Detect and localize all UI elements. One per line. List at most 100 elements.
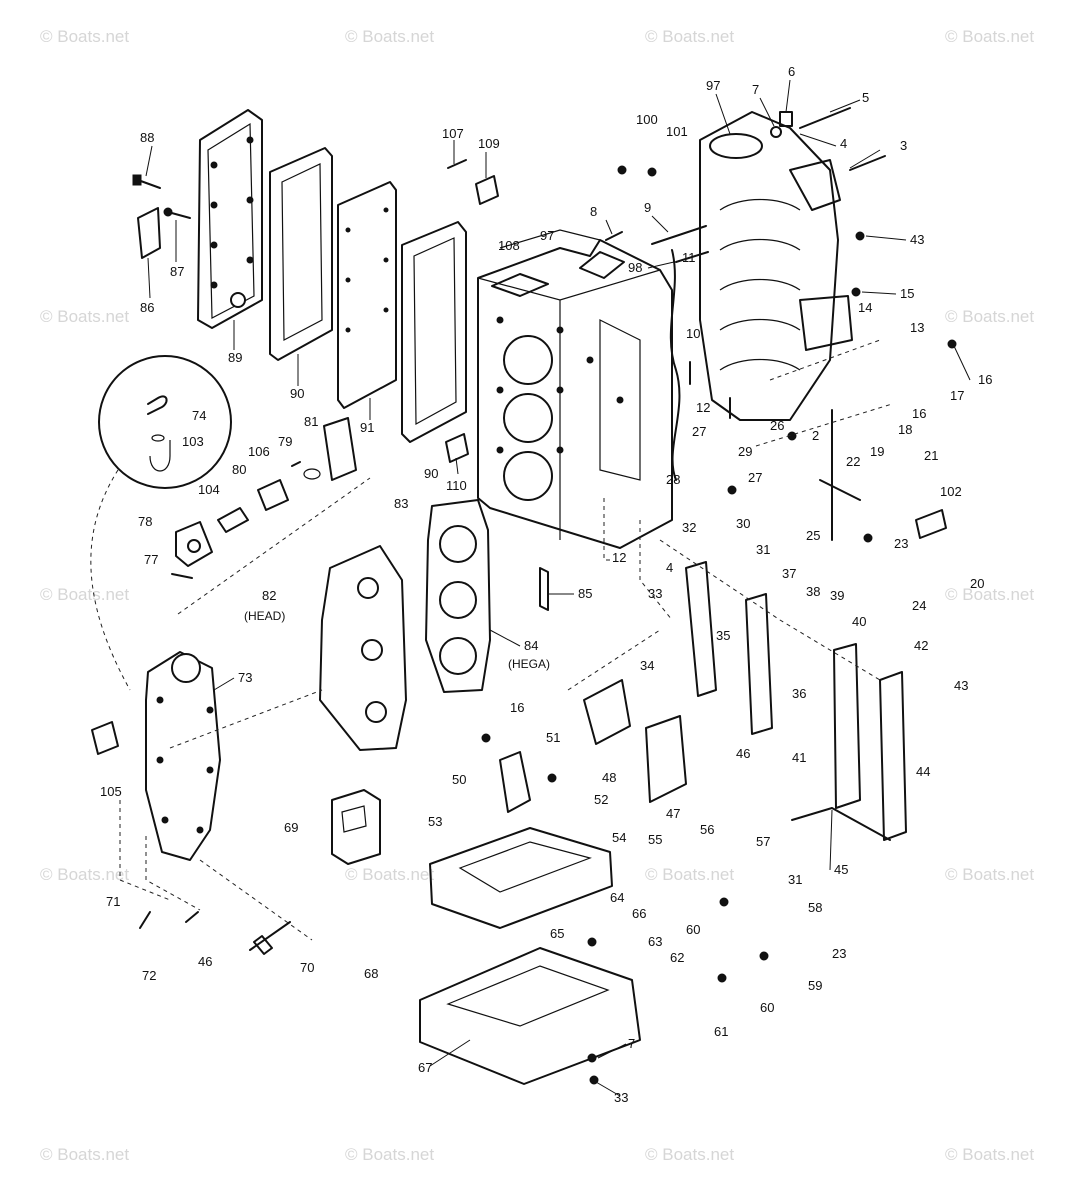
callout-81: 81	[304, 414, 318, 429]
callout-51: 51	[546, 730, 560, 745]
callout-46: 46	[198, 954, 212, 969]
callout-86: 86	[140, 300, 154, 315]
rail-36	[745, 593, 773, 735]
callout-87: 87	[170, 264, 184, 279]
assembly-lines	[169, 339, 893, 941]
callout-83: 83	[394, 496, 408, 511]
callout-58: 58	[808, 900, 822, 915]
spark-plug-70	[249, 921, 291, 955]
callout-16: 16	[978, 372, 992, 387]
adapter-plate-67	[419, 947, 641, 1085]
callout-100: 100	[636, 112, 658, 127]
callout-107: 107	[442, 126, 464, 141]
callout-33: 33	[614, 1090, 628, 1105]
pin-9	[651, 225, 707, 245]
callout-35: 35	[716, 628, 730, 643]
gasket-53	[429, 827, 613, 929]
callout-9: 9	[644, 200, 651, 215]
plate-86	[137, 207, 161, 259]
washer-7	[770, 126, 782, 138]
note-head: (HEAD)	[244, 609, 285, 623]
callout-39: 39	[830, 588, 844, 603]
callout-24: 24	[912, 598, 926, 613]
callout-97: 97	[706, 78, 720, 93]
callout-61: 61	[714, 1024, 728, 1039]
callout-91: 91	[360, 420, 374, 435]
callout-44: 44	[916, 764, 930, 779]
screw-72	[139, 911, 151, 929]
callout-45: 45	[834, 862, 848, 877]
callout-16: 16	[912, 406, 926, 421]
callout-52: 52	[594, 792, 608, 807]
cylinder-head-82	[319, 545, 407, 751]
dowel-8	[605, 231, 623, 241]
callout-68: 68	[364, 966, 378, 981]
callout-8: 8	[590, 204, 597, 219]
callout-41: 41	[792, 750, 806, 765]
watermark: © Boats.net	[345, 1145, 434, 1164]
callout-37: 37	[782, 566, 796, 581]
screw-87	[163, 207, 191, 219]
callout-2: 2	[812, 428, 819, 443]
callout-74: 74	[192, 408, 206, 423]
callout-5: 5	[862, 90, 869, 105]
callout-82: 82	[262, 588, 276, 603]
callout-77: 77	[144, 552, 158, 567]
callout-7: 7	[752, 82, 759, 97]
callout-43: 43	[954, 678, 968, 693]
callout-66: 66	[632, 906, 646, 921]
watermark: © Boats.net	[40, 585, 129, 604]
callout-40: 40	[852, 614, 866, 629]
callout-43: 43	[910, 232, 924, 247]
callout-27: 27	[748, 470, 762, 485]
callout-13: 13	[910, 320, 924, 335]
callout-64: 64	[610, 890, 624, 905]
callout-62: 62	[670, 950, 684, 965]
callout-3: 3	[900, 138, 907, 153]
crankcase-97	[699, 111, 853, 421]
callout-28: 28	[666, 472, 680, 487]
callout-63: 63	[648, 934, 662, 949]
screw-46	[185, 911, 199, 923]
thermostat-parts	[217, 417, 357, 533]
watermark: © Boats.net	[945, 585, 1034, 604]
leader-dash	[145, 836, 201, 911]
callout-90: 90	[290, 386, 304, 401]
arm-25	[819, 479, 861, 501]
watermark: © Boats.net	[40, 1145, 129, 1164]
pipe-85	[539, 567, 549, 611]
callout-31: 31	[788, 872, 802, 887]
screw-77	[171, 573, 193, 579]
rail-34	[685, 561, 717, 697]
callout-26: 26	[770, 418, 784, 433]
callout-102: 102	[940, 484, 962, 499]
callout-4: 4	[666, 560, 673, 575]
callout-103: 103	[182, 434, 204, 449]
callout-71: 71	[106, 894, 120, 909]
callout-10: 10	[686, 326, 700, 341]
rail-41	[833, 643, 861, 809]
callout-108: 108	[498, 238, 520, 253]
exhaust-gasket-90-outer	[269, 147, 333, 361]
hose-11	[669, 249, 681, 481]
callout-60: 60	[686, 922, 700, 937]
callout-98: 98	[628, 260, 642, 275]
callout-101: 101	[666, 124, 688, 139]
callout-65: 65	[550, 926, 564, 941]
callout-72: 72	[142, 968, 156, 983]
callout-90: 90	[424, 466, 438, 481]
callout-54: 54	[612, 830, 626, 845]
callout-97: 97	[540, 228, 554, 243]
callout-6: 6	[788, 64, 795, 79]
callout-38: 38	[806, 584, 820, 599]
callout-56: 56	[700, 822, 714, 837]
watermark: © Boats.net	[945, 865, 1034, 884]
callout-23: 23	[832, 946, 846, 961]
callout-80: 80	[232, 462, 246, 477]
callout-19: 19	[870, 444, 884, 459]
callout-29: 29	[738, 444, 752, 459]
callout-73: 73	[238, 670, 252, 685]
watermark: © Boats.net	[40, 307, 129, 326]
rail-42	[879, 671, 907, 841]
hose-45	[791, 807, 891, 841]
